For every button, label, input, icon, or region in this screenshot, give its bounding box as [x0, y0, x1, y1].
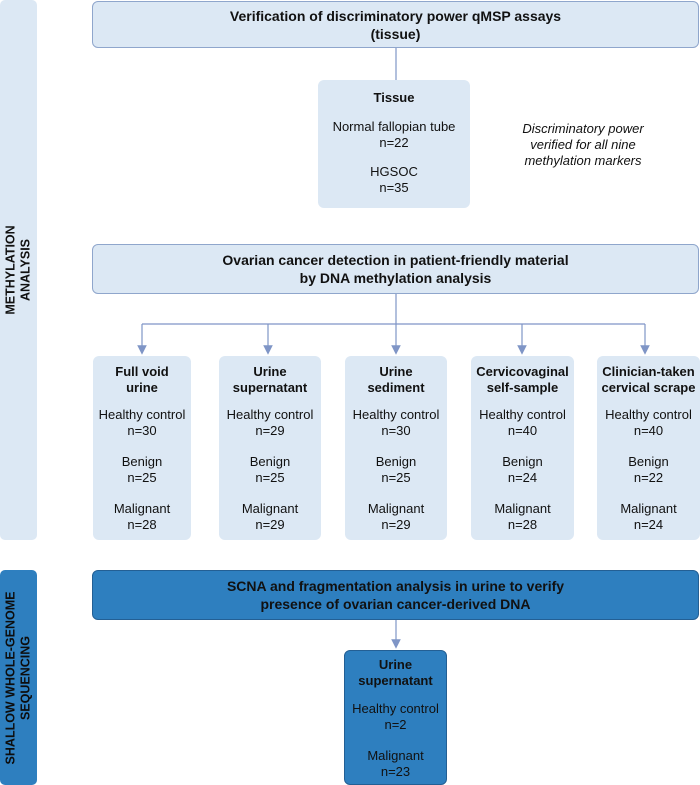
group-label: Malignant — [367, 748, 424, 763]
group-count: n=24 — [507, 470, 538, 485]
group-count: n=30 — [127, 423, 157, 438]
group-label: Healthy control — [226, 407, 314, 422]
group-label: HGSOC — [370, 164, 418, 179]
discriminatory-power-note: Discriminatory power verified for all ni… — [522, 121, 644, 168]
detection-header: Ovarian cancer detection in patient-frie… — [92, 244, 699, 294]
group-count: n=30 — [381, 423, 411, 438]
tissue-group-normal: Normal fallopian tube n=22 — [318, 119, 470, 151]
group-count: n=25 — [381, 470, 411, 485]
group-count: n=25 — [127, 470, 157, 485]
group-label: Malignant — [620, 501, 677, 516]
sample-title: Full void urine — [115, 364, 169, 395]
sample-card-cervicovaginal: Cervicovaginal self-sample Healthy contr… — [471, 356, 574, 540]
group-label: Healthy control — [605, 407, 692, 422]
group-count: n=2 — [384, 717, 407, 732]
scna-header: SCNA and fragmentation analysis in urine… — [92, 570, 699, 620]
group-label: Healthy control — [98, 407, 186, 422]
group-count: n=35 — [379, 180, 409, 195]
group-label: Benign — [249, 454, 291, 469]
methylation-analysis-label: METHYLATION ANALYSIS — [0, 0, 37, 540]
group-label: Benign — [628, 454, 669, 469]
group-count: n=22 — [379, 135, 409, 150]
detection-title: Ovarian cancer detection in patient-frie… — [222, 252, 569, 286]
group-label: Healthy control — [479, 407, 566, 422]
scna-title: SCNA and fragmentation analysis in urine… — [226, 578, 565, 612]
sample-title: Cervicovaginal self-sample — [476, 364, 569, 395]
group-count: n=40 — [633, 423, 664, 438]
group-count: n=29 — [381, 517, 411, 532]
sample-title: Urine supernatant — [232, 364, 308, 395]
group-label: Benign — [502, 454, 543, 469]
verification-header: Verification of discriminatory power qMS… — [92, 1, 699, 48]
group-label: Healthy control — [352, 701, 439, 716]
group-label: Malignant — [241, 501, 299, 516]
sample-title: Urine sediment — [367, 364, 425, 395]
tissue-card: Tissue Normal fallopian tube n=22 HGSOC … — [318, 80, 470, 208]
group-count: n=29 — [255, 517, 285, 532]
group-label: Malignant — [113, 501, 171, 516]
group-count: n=28 — [507, 517, 538, 532]
group-label: Benign — [121, 454, 163, 469]
group-count: n=23 — [380, 764, 411, 779]
sample-card-cervical-scrape: Clinician-taken cervical scrape Healthy … — [597, 356, 700, 540]
sequencing-label: SHALLOW WHOLE-GENOME SEQUENCING — [0, 570, 37, 785]
group-count: n=40 — [507, 423, 538, 438]
group-label: Healthy control — [352, 407, 440, 422]
tissue-title: Tissue — [373, 90, 415, 105]
group-label: Malignant — [367, 501, 425, 516]
group-label: Benign — [375, 454, 417, 469]
group-label: Normal fallopian tube — [332, 119, 456, 134]
verification-title: Verification of discriminatory power qMS… — [229, 7, 562, 42]
group-label: Malignant — [494, 501, 551, 516]
group-count: n=28 — [127, 517, 157, 532]
sequencing-sample-title: Urine supernatant — [358, 657, 433, 688]
tissue-group-hgsoc: HGSOC n=35 — [318, 164, 470, 196]
group-count: n=25 — [255, 470, 285, 485]
group-count: n=24 — [633, 517, 664, 532]
sample-title: Clinician-taken cervical scrape — [601, 364, 696, 395]
group-count: n=22 — [633, 470, 664, 485]
group-count: n=29 — [255, 423, 285, 438]
